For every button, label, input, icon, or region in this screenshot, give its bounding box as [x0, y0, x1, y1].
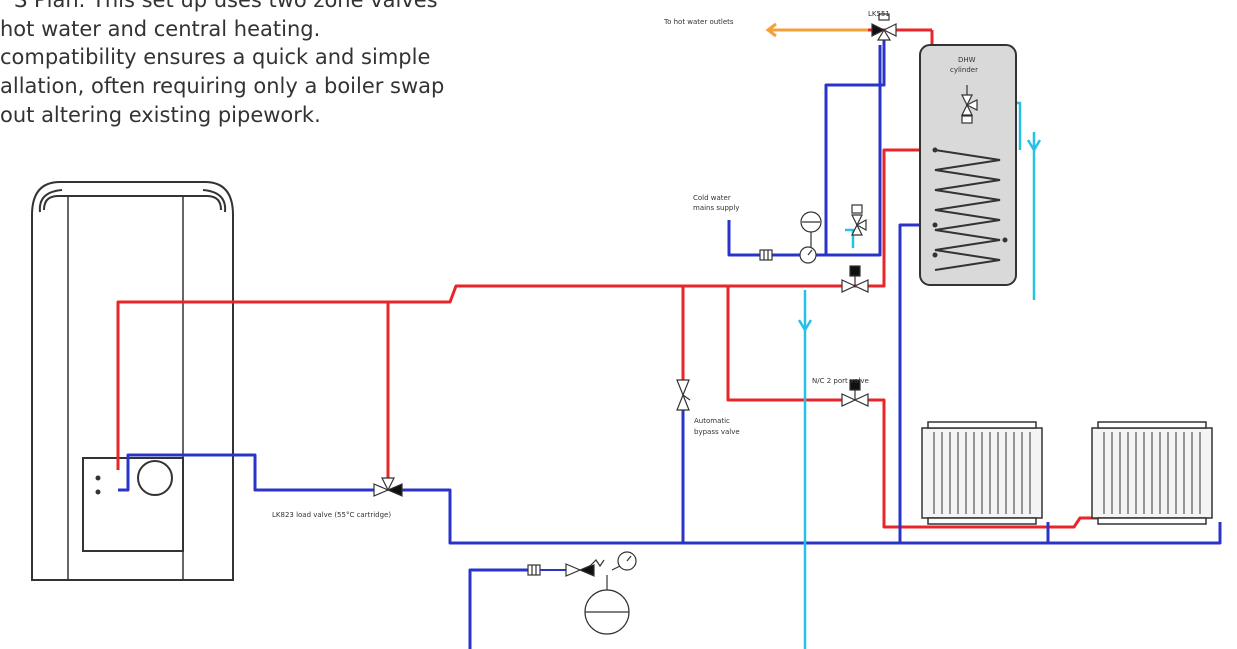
- intro-line: out altering existing pipework.: [0, 103, 321, 127]
- cold-mains-label: Cold water: [693, 194, 731, 202]
- cold-mains-label: mains supply: [693, 204, 739, 212]
- intro-line: S Plan. This set up uses two zone valves: [14, 0, 438, 12]
- dhw-cylinder: [919, 44, 1017, 286]
- tpr-valve: [961, 85, 978, 124]
- zone-valve-heating-icon: [841, 379, 869, 407]
- heat-pump-unit: [31, 181, 234, 581]
- dhw-cylinder-label: DHW: [958, 56, 976, 64]
- lk551-valve-icon: [871, 13, 897, 41]
- mains-valve-icon: [759, 211, 822, 264]
- intro-line: compatibility ensures a quick and simple: [0, 45, 431, 69]
- radiator: [921, 421, 1043, 525]
- intro-line: hot water and central heating.: [0, 17, 321, 41]
- filling-loop-icon: [527, 551, 637, 635]
- heating-coil: [934, 149, 1001, 271]
- zone-valve-dhw-icon: [841, 265, 869, 293]
- hot-water-outlet-pipe: [765, 22, 868, 38]
- pressure-relief-icon: [851, 204, 867, 236]
- bypass-valve-label: Automatic: [694, 417, 730, 425]
- lk551-label: LK551: [868, 10, 890, 18]
- bypass-valve-icon: [676, 379, 691, 411]
- zone-valve-label: N/C 2 port valve: [812, 377, 869, 385]
- dhw-cylinder-label: cylinder: [950, 66, 978, 74]
- hot-outlets-label: To hot water outlets: [663, 18, 734, 26]
- load-valve-label: LK823 load valve (55°C cartridge): [272, 511, 391, 519]
- flow-pipework: [116, 28, 1100, 529]
- intro-line: allation, often requiring only a boiler …: [0, 74, 445, 98]
- radiator: [1091, 421, 1213, 525]
- return-pipework: [118, 35, 1222, 649]
- load-valve-icon: [373, 477, 403, 497]
- bypass-valve-label: bypass valve: [694, 428, 740, 436]
